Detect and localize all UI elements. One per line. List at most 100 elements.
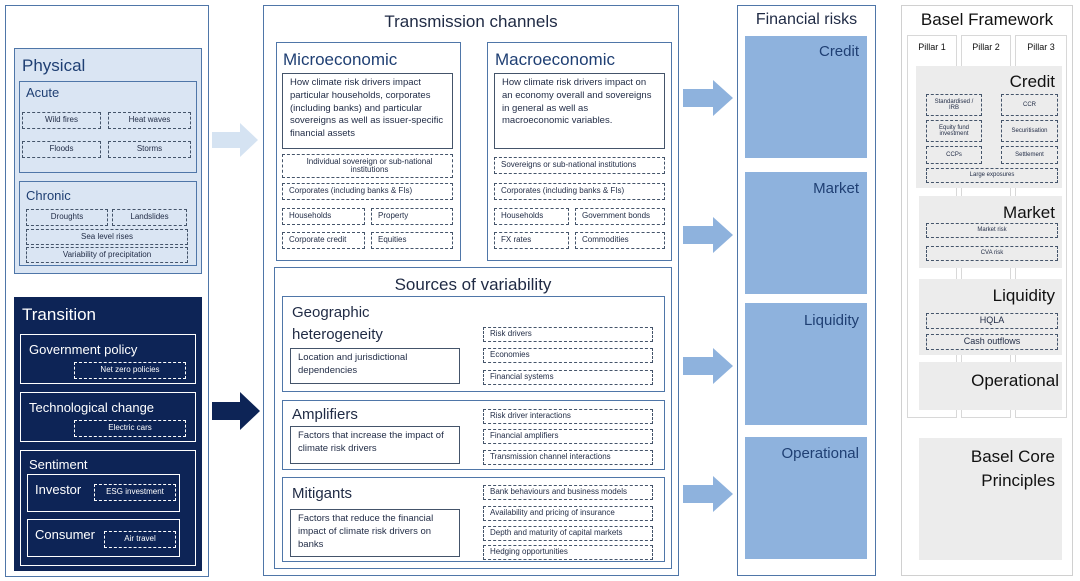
amplifiers-title: Amplifiers: [292, 406, 358, 423]
sentiment-box: [20, 450, 196, 566]
consumer-box: [27, 519, 180, 557]
basel-market-title: Market: [1003, 203, 1055, 222]
mitigants-item-insurance: Availability and pricing of insurance: [483, 506, 653, 521]
chronic-title: Chronic: [26, 188, 71, 203]
geographic-item-financial-systems: Financial systems: [483, 370, 653, 385]
market-arrow-icon: [683, 217, 733, 253]
investor-title: Investor: [35, 482, 82, 497]
basel-cash-outflows: Cash outflows: [926, 334, 1058, 350]
transmission-channels-title: Transmission channels: [384, 12, 558, 31]
basel-liquidity-title: Liquidity: [992, 286, 1055, 305]
government-policy-title: Government policy: [29, 342, 138, 357]
chronic-item-sea-level: Sea level rises: [26, 229, 188, 245]
micro-item-households: Households: [282, 208, 365, 225]
macroeconomic-title: Macroeconomic: [495, 50, 615, 69]
government-policy-item: Net zero policies: [74, 362, 186, 379]
liquidity-arrow-icon: [683, 348, 733, 384]
risk-label-credit: Credit: [818, 43, 859, 60]
amplifiers-item-transmission-interactions: Transmission channel interactions: [483, 450, 653, 465]
micro-item-corporate-credit: Corporate credit: [282, 232, 365, 249]
transition-panel: [14, 297, 202, 571]
mitigants-item-capital-markets: Depth and maturity of capital markets: [483, 526, 653, 541]
basel-operational-box: [919, 362, 1062, 410]
geographic-item-economies: Economies: [483, 348, 653, 363]
physical-title: Physical: [22, 56, 86, 75]
acute-item-floods: Floods: [22, 141, 101, 158]
macroeconomic-description: How climate risk drivers impact on an ec…: [494, 73, 665, 149]
consumer-item: Air travel: [104, 531, 176, 548]
chronic-item-precipitation: Variability of precipitation: [26, 247, 188, 263]
operational-arrow-icon: [683, 476, 733, 512]
pillar-2-label: Pillar 2: [972, 42, 1000, 52]
risk-box-operational: [745, 437, 867, 559]
technological-change-box: [20, 392, 196, 442]
basel-liquidity-box: [919, 279, 1062, 355]
macro-item-commodities: Commodities: [575, 232, 665, 249]
micro-item-corporates: Corporates (including banks & FIs): [282, 183, 453, 200]
microeconomic-description: How climate risk drivers impact particul…: [282, 73, 453, 149]
sentiment-title: Sentiment: [29, 457, 88, 472]
amplifiers-item-risk-driver-interactions: Risk driver interactions: [483, 409, 653, 424]
chronic-item-droughts: Droughts: [26, 209, 108, 226]
transition-title: Transition: [22, 305, 97, 324]
geographic-item-risk-drivers: Risk drivers: [483, 327, 653, 342]
micro-item-sovereign: Individual sovereign or sub-national ins…: [282, 154, 453, 178]
basel-core-principles-line2: Principles: [981, 471, 1055, 490]
macro-item-fx-rates: FX rates: [494, 232, 569, 249]
risk-box-market: [745, 172, 867, 294]
risk-box-credit: [745, 36, 867, 158]
geographic-title-line1: Geographic: [292, 304, 370, 321]
basel-credit-large-exposures: Large exposures: [926, 168, 1058, 183]
basel-credit-ccr: CCR: [1001, 94, 1058, 116]
amplifiers-description: Factors that increase the impact of clim…: [290, 426, 460, 464]
basel-core-principles-box: [919, 438, 1062, 560]
macro-item-government-bonds: Government bonds: [575, 208, 665, 225]
pillar-3-label: Pillar 3: [1027, 42, 1055, 52]
financial-risks-title: Financial risks: [755, 11, 858, 28]
technological-change-item: Electric cars: [74, 420, 186, 437]
sources-of-variability-title: Sources of variability: [394, 275, 552, 294]
mitigants-item-bank-behaviours: Bank behaviours and business models: [483, 485, 653, 500]
risk-label-liquidity: Liquidity: [803, 312, 859, 329]
technological-change-title: Technological change: [29, 400, 155, 415]
macro-item-households: Households: [494, 208, 569, 225]
mitigants-item-hedging: Hedging opportunities: [483, 545, 653, 560]
basel-credit-standardised: Standardised / IRB: [926, 94, 982, 116]
investor-box: [27, 474, 180, 512]
basel-credit-securitisation: Securitisation: [1001, 120, 1058, 142]
government-policy-box: [20, 334, 196, 384]
microeconomic-title: Microeconomic: [283, 50, 398, 69]
credit-arrow-icon: [683, 80, 733, 116]
basel-credit-title: Credit: [1009, 72, 1055, 91]
mitigants-description: Factors that reduce the financial impact…: [290, 509, 460, 557]
chronic-item-landslides: Landslides: [112, 209, 187, 226]
macro-item-sovereigns: Sovereigns or sub-national institutions: [494, 157, 665, 174]
basel-hqla: HQLA: [926, 313, 1058, 329]
basel-credit-settlement: Settlement: [1001, 146, 1058, 164]
basel-market-risk: Market risk: [926, 223, 1058, 238]
basel-credit-equity-fund: Equity fund investment: [926, 120, 982, 142]
amplifiers-item-financial-amplifiers: Financial amplifiers: [483, 429, 653, 444]
micro-item-equities: Equities: [371, 232, 453, 249]
basel-framework-title: Basel Framework: [920, 10, 1054, 29]
risk-label-operational: Operational: [781, 445, 859, 462]
basel-market-box: [919, 196, 1062, 268]
micro-item-property: Property: [371, 208, 453, 225]
risk-label-market: Market: [813, 180, 859, 197]
physical-arrow-icon: [212, 123, 258, 157]
acute-item-storms: Storms: [108, 141, 191, 158]
geographic-description: Location and jurisdictional dependencies: [290, 348, 460, 384]
pillar-1-label: Pillar 1: [918, 42, 946, 52]
risk-box-liquidity: [745, 303, 867, 425]
geographic-title-line2: heterogeneity: [292, 326, 383, 343]
macro-item-corporates: Corporates (including banks & FIs): [494, 183, 665, 200]
basel-core-principles-line1: Basel Core: [970, 447, 1055, 466]
investor-item: ESG investment: [94, 484, 176, 501]
basel-cva-risk: CVA risk: [926, 246, 1058, 261]
mitigants-title: Mitigants: [292, 485, 353, 502]
consumer-title: Consumer: [35, 527, 95, 542]
basel-credit-box: [916, 66, 1062, 188]
acute-item-heatwaves: Heat waves: [108, 112, 191, 129]
acute-title: Acute: [26, 85, 60, 100]
acute-item-wildfires: Wild fires: [22, 112, 101, 129]
